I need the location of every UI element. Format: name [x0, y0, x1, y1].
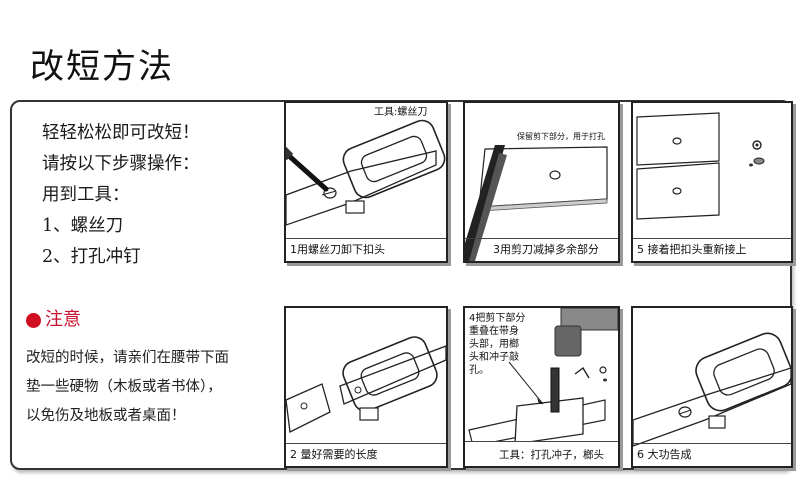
- finished-belt-illustration: [633, 332, 791, 447]
- intro-line: 1、螺丝刀: [42, 216, 124, 236]
- step-6-panel: 6 大功告成: [631, 306, 793, 468]
- note-line: 以免伤及地板或者桌面！: [26, 408, 186, 424]
- step-caption: 6 大功告成: [637, 448, 692, 461]
- step-4-note: 4把剪下部分 重叠在带身 头部，用榔 头和冲子敲 孔。: [469, 312, 525, 377]
- step-1-panel: 工具:螺丝刀 1用螺丝刀卸下扣头: [284, 101, 448, 263]
- note-heading: 注意: [26, 308, 81, 332]
- scissors-cut-illustration: [465, 145, 608, 261]
- step-3-panel: 保留剪下部分，用于打孔 3用剪刀减掉多余部分: [463, 101, 620, 263]
- note-line: 改短的时候，请亲们在腰带下面: [26, 350, 229, 366]
- measure-length-illustration: [286, 336, 446, 433]
- step-4-panel: 4把剪下部分 重叠在带身 头部，用榔 头和冲子敲 孔。 工具：打孔冲子，榔头: [463, 306, 620, 468]
- intro-line: 轻轻松松即可改短！: [42, 123, 200, 143]
- note-line: 头部，用榔: [469, 339, 519, 350]
- step-caption: 工具：打孔冲子，榔头: [499, 449, 604, 461]
- belt-buckle-screwdriver-illustration: [286, 119, 446, 226]
- note-line: 重叠在带身: [469, 326, 519, 337]
- intro-line: 请按以下步骤操作：: [42, 154, 200, 174]
- reattach-buckle-illustration: [636, 112, 765, 220]
- intro-line: 用到工具：: [42, 185, 130, 205]
- intro-line: 2、打孔冲钉: [42, 247, 141, 267]
- page-title: 改短方法: [30, 47, 174, 87]
- intro-text: 轻轻松松即可改短！ 请按以下步骤操作： 用到工具： 1、螺丝刀 2、打孔冲钉: [42, 118, 282, 273]
- note-line: 垫一些硬物（木板或者书体），: [26, 379, 222, 395]
- note-body: 改短的时候，请亲们在腰带下面 垫一些硬物（木板或者书体）， 以免伤及地板或者桌面…: [26, 344, 276, 431]
- step-2-panel: 2 量好需要的长度: [284, 306, 448, 468]
- step-caption: 5 接着把扣头重新接上: [637, 243, 747, 256]
- step-caption: 3用剪刀减掉多余部分: [493, 243, 599, 256]
- note-line: 头和冲子敲: [469, 352, 519, 363]
- step-caption: 1用螺丝刀卸下扣头: [290, 243, 385, 256]
- step-caption: 2 量好需要的长度: [290, 448, 378, 461]
- punch-hole-illustration: [468, 308, 618, 447]
- tool-label: 保留剪下部分，用于打孔: [517, 132, 605, 141]
- note-line: 孔。: [469, 365, 489, 376]
- step-5-panel: 5 接着把扣头重新接上: [631, 101, 793, 263]
- bullet-dot-icon: [26, 312, 41, 328]
- note-heading-label: 注意: [45, 309, 81, 330]
- note-line: 4把剪下部分: [469, 313, 526, 324]
- tool-label: 工具:螺丝刀: [374, 107, 428, 118]
